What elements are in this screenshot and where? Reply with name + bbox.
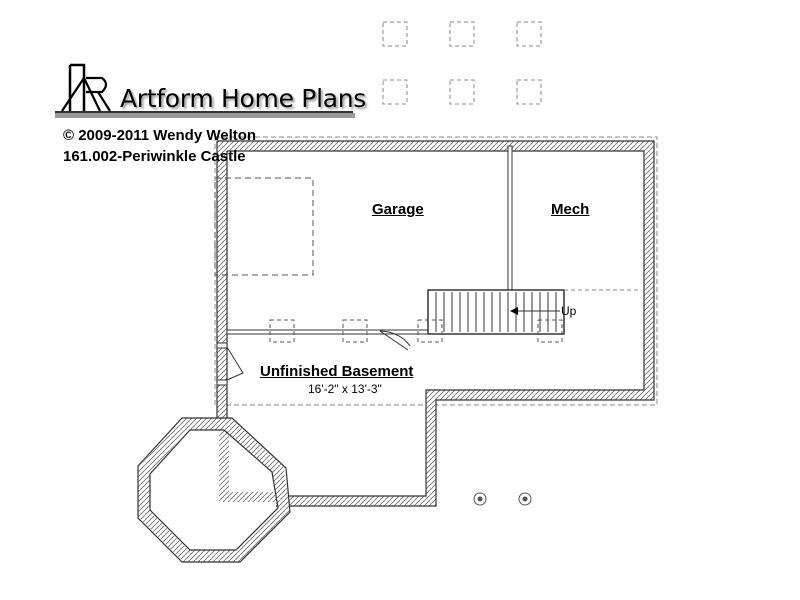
room-label-garage: Garage	[372, 201, 424, 218]
upper-column-markers	[382, 21, 542, 105]
door-swing	[379, 330, 411, 351]
stair-arrow-icon	[510, 307, 560, 315]
interior-wall-garage	[226, 329, 430, 335]
interior-wall-mech	[507, 145, 513, 291]
footing-markers	[269, 319, 563, 343]
brand-name: Artform Home Plans	[120, 84, 367, 113]
artform-logo-icon	[55, 63, 355, 118]
copyright-text: © 2009-2011 Wendy Welton	[63, 127, 257, 144]
stair-up-label: Up	[561, 304, 577, 318]
octagon-turret-wall	[138, 418, 291, 562]
foundation-wall-inner	[227, 150, 645, 497]
room-label-mech: Mech	[551, 201, 590, 218]
plan-code: 161.002-Periwinkle Castle	[63, 148, 246, 165]
column-icon	[473, 492, 532, 506]
side-door-swing	[226, 346, 244, 381]
foundation-wall-outer	[217, 140, 655, 507]
staircase	[427, 289, 565, 335]
garage-door-outline	[214, 177, 314, 276]
room-label-basement: Unfinished Basement	[260, 363, 414, 380]
room-dimensions: 16'-2" x 13'-3"	[308, 382, 382, 396]
